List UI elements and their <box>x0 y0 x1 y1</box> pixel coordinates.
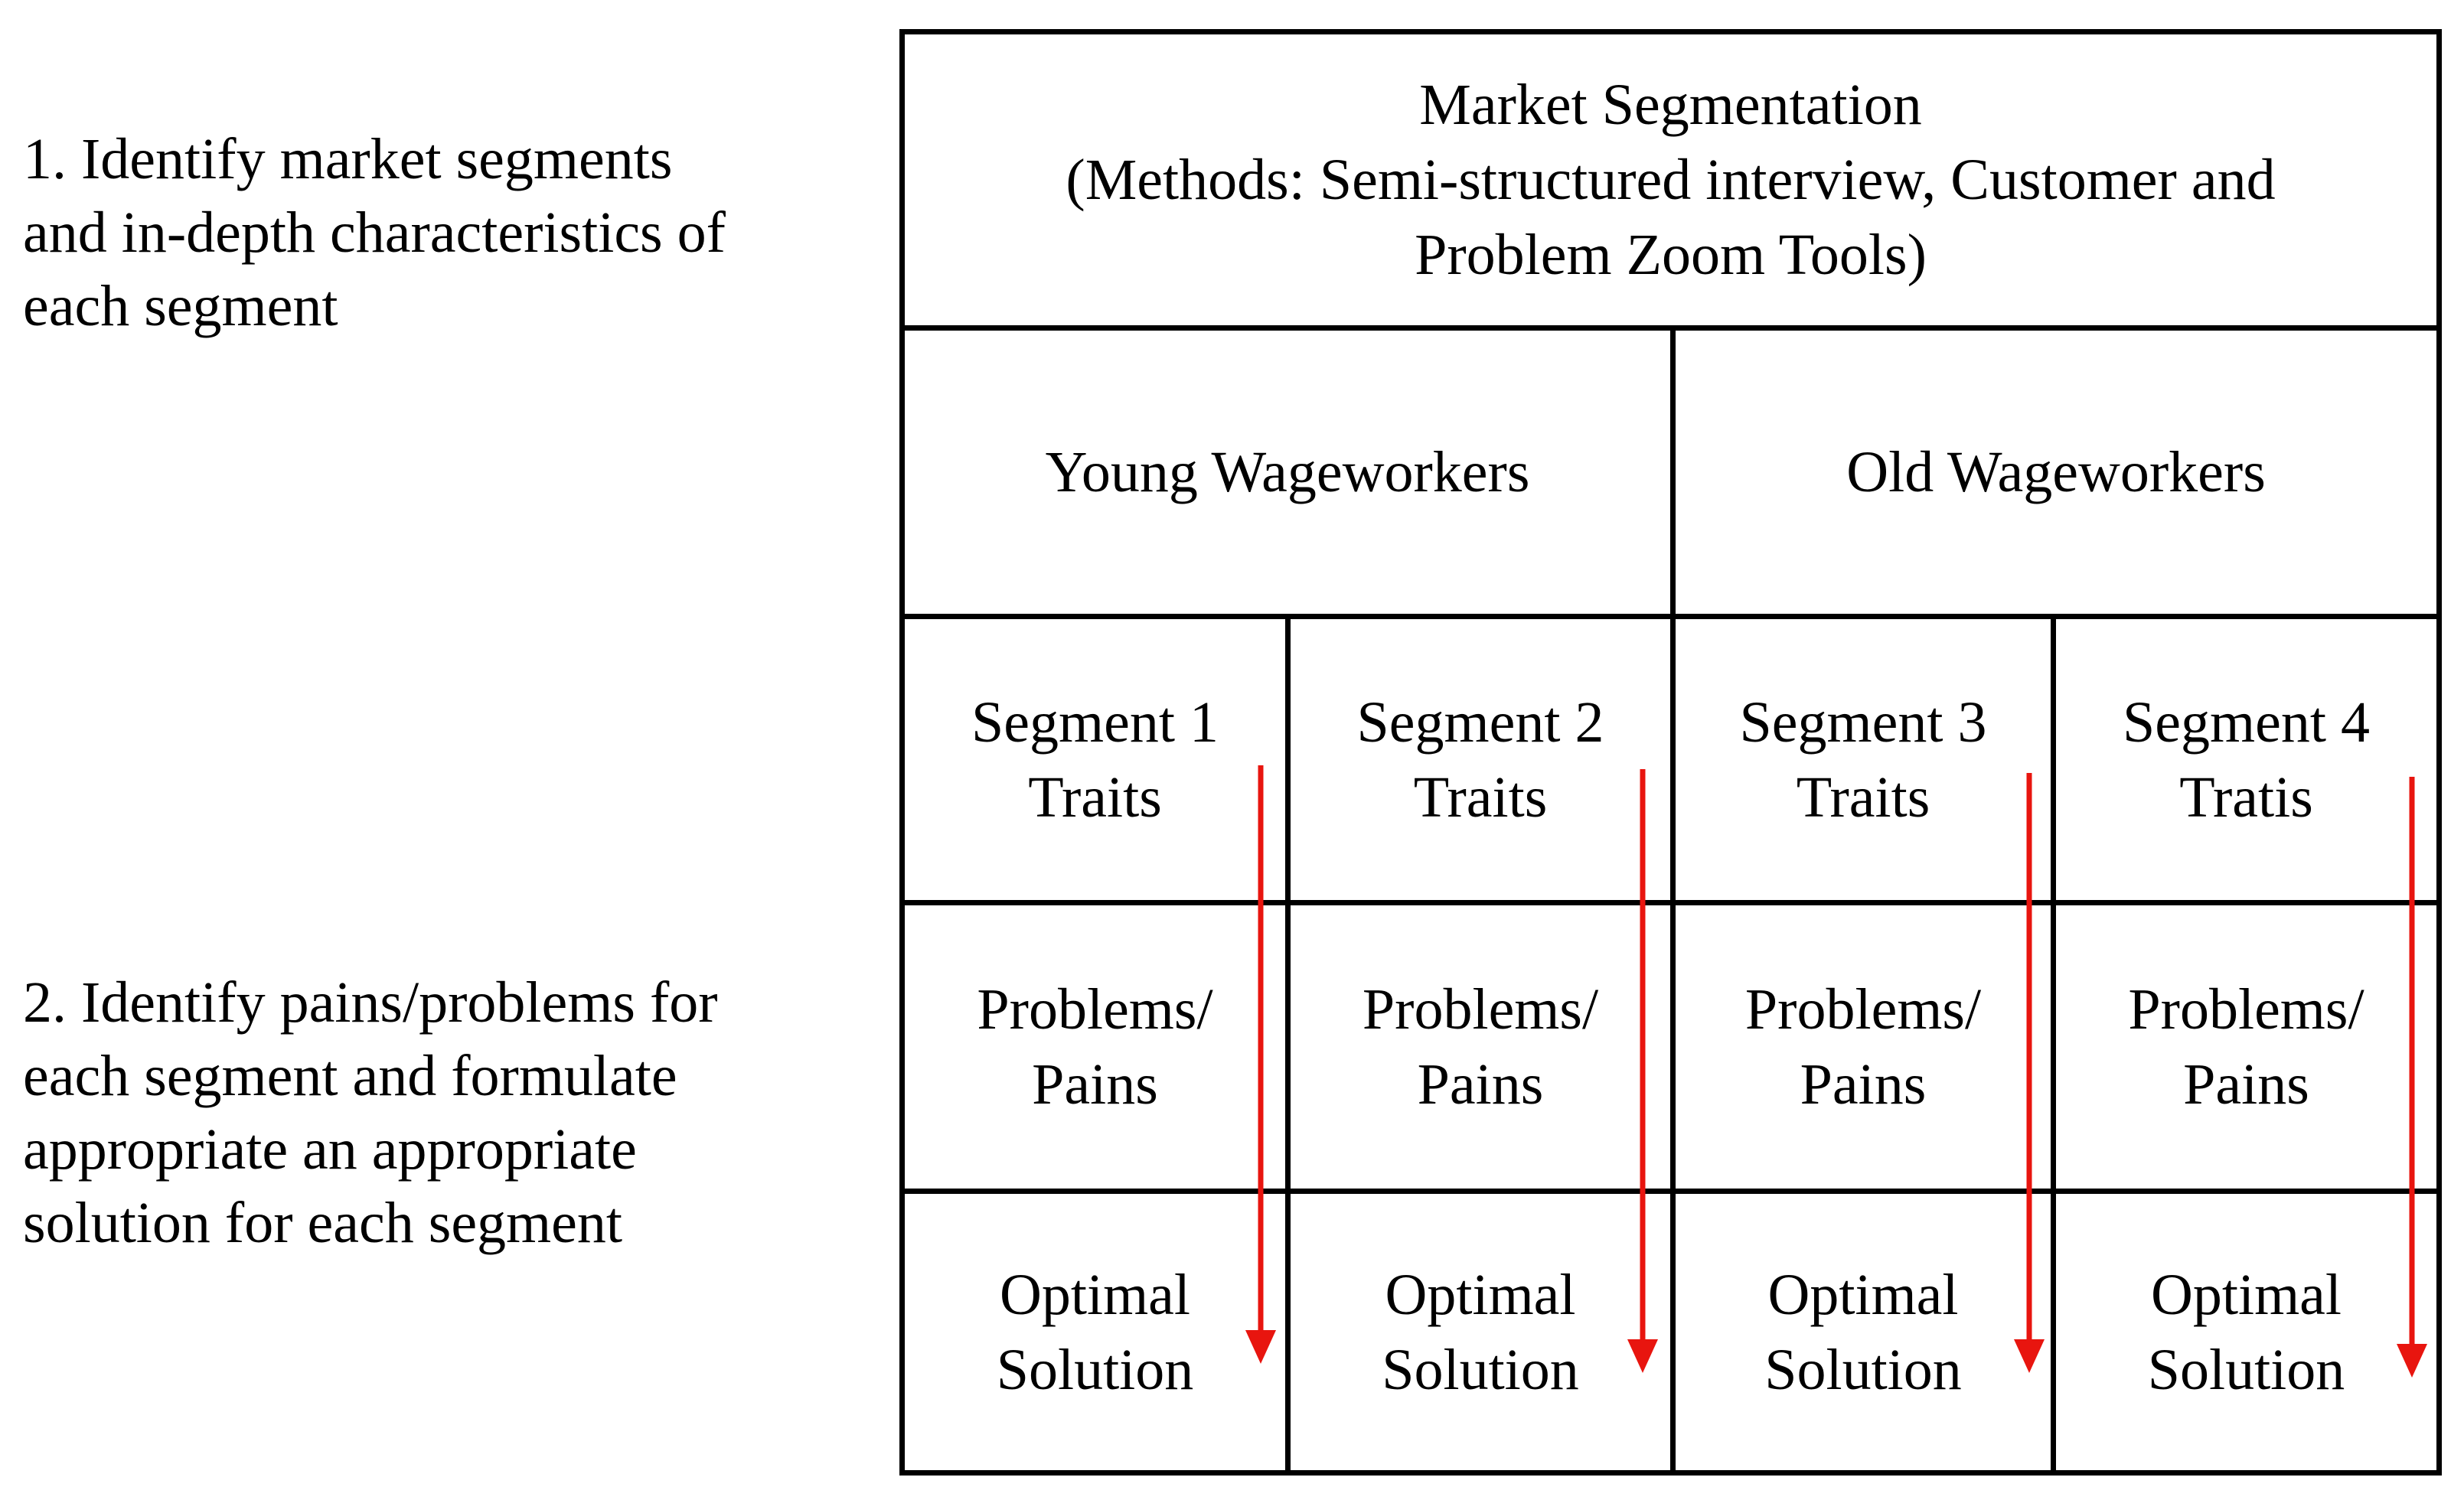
solution-1-line1: Optimal <box>999 1262 1191 1327</box>
group-old-label: Old Wageworkers <box>1846 440 2266 504</box>
segment-1-traits: Segment 1 Traits <box>905 619 1285 900</box>
segment-1-subtitle: Traits <box>1028 765 1162 830</box>
problems-1-line1: Problems/ <box>977 977 1213 1042</box>
market-segmentation-header: Market Segmentation (Methods: Semi-struc… <box>905 34 2436 325</box>
solution-3-line1: Optimal <box>1767 1262 1959 1327</box>
group-old-wageworkers: Old Wageworkers <box>1676 331 2436 614</box>
divider-col-1 <box>1285 614 1291 1470</box>
problems-4-line2: Pains <box>2183 1052 2309 1117</box>
solution-2-line1: Optimal <box>1385 1262 1576 1327</box>
divider-problems-row <box>905 1189 2436 1194</box>
segmentation-grid: Market Segmentation (Methods: Semi-struc… <box>899 29 2442 1476</box>
segment-3-subtitle: Traits <box>1796 765 1930 830</box>
segment-2-title: Segment 2 <box>1356 690 1604 755</box>
segment-4-problems: Problems/Pains <box>2056 905 2436 1189</box>
solution-2-line2: Solution <box>1382 1337 1579 1402</box>
segment-2-problems: Problems/Pains <box>1291 905 1670 1189</box>
segment-2-traits: Segment 2 Traits <box>1291 619 1670 900</box>
divider-groups <box>1670 325 1676 1470</box>
group-young-label: Young Wageworkers <box>1045 440 1530 504</box>
problems-4-line1: Problems/ <box>2128 977 2364 1042</box>
problems-2-line1: Problems/ <box>1362 977 1599 1042</box>
group-young-wageworkers: Young Wageworkers <box>905 331 1670 614</box>
solution-3-line2: Solution <box>1764 1337 1962 1402</box>
segment-1-problems: Problems/Pains <box>905 905 1285 1189</box>
divider-col-3 <box>2051 614 2056 1470</box>
segment-3-title: Segment 3 <box>1739 690 1987 755</box>
problems-3-line2: Pains <box>1800 1052 1927 1117</box>
problems-1-line2: Pains <box>1032 1052 1158 1117</box>
segment-4-title: Segment 4 <box>2123 690 2370 755</box>
step-1-text: 1. Identify market segments and in-depth… <box>23 127 726 338</box>
solution-4-line2: Solution <box>2147 1337 2345 1402</box>
segment-1-title: Segment 1 <box>971 690 1219 755</box>
header-title: Market Segmentation <box>1419 73 1922 137</box>
solution-1-line2: Solution <box>996 1337 1194 1402</box>
divider-traits-row <box>905 900 2436 905</box>
solution-4-line1: Optimal <box>2150 1262 2342 1327</box>
segment-3-problems: Problems/Pains <box>1676 905 2051 1189</box>
divider-group-row <box>905 614 2436 619</box>
segment-3-traits: Segment 3 Traits <box>1676 619 2051 900</box>
segment-2-subtitle: Traits <box>1413 765 1548 830</box>
header-tools-line: Problem Zoom Tools) <box>1415 223 1927 287</box>
header-methods-line: (Methods: Semi-structured interview, Cus… <box>1066 148 2276 212</box>
problems-2-line2: Pains <box>1417 1052 1544 1117</box>
segment-4-traits: Segment 4 Tratis <box>2056 619 2436 900</box>
segment-4-subtitle: Tratis <box>2179 765 2313 830</box>
step-2-text: 2. Identify pains/problems for each segm… <box>23 970 718 1255</box>
problems-3-line1: Problems/ <box>1744 977 1982 1042</box>
